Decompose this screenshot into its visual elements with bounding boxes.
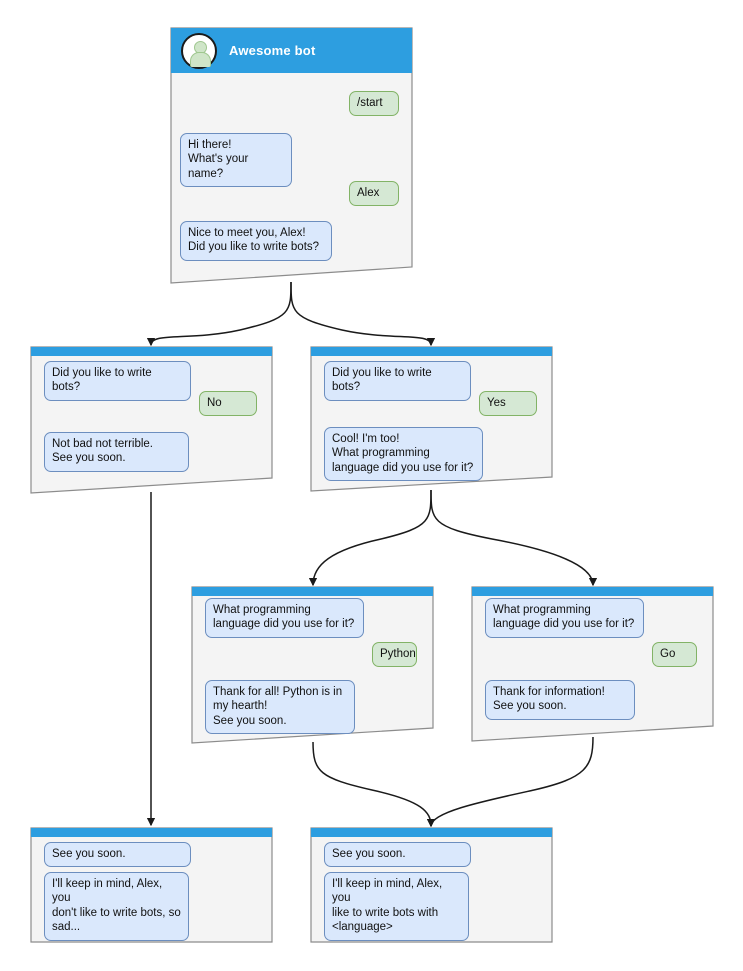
message-bubble-bot: Cool! I'm too! What programming language… <box>324 427 483 482</box>
node-answer-python-screen[interactable]: What programming language did you use fo… <box>191 586 434 744</box>
message-bubble-user: No <box>199 391 257 417</box>
edge-root-to-no <box>146 281 292 347</box>
message-bubble-user: Python <box>372 642 417 668</box>
bot-name-label: Awesome bot <box>229 43 316 58</box>
node-answer-go-screen[interactable]: What programming language did you use fo… <box>471 586 714 742</box>
node-start-screen[interactable]: Awesome bot /start Hi there! What's your… <box>170 27 413 284</box>
node-end-sad-screen[interactable]: See you soon. I'll keep in mind, Alex, y… <box>30 827 273 943</box>
message-bubble-user: Yes <box>479 391 537 417</box>
message-bubble-user: Alex <box>349 181 399 207</box>
message-bubble-bot: Not bad not terrible. See you soon. <box>44 432 189 472</box>
edge-yes-to-go <box>430 489 598 587</box>
message-bubble-bot: See you soon. <box>44 842 191 868</box>
message-bubble-bot: I'll keep in mind, Alex, you don't like … <box>44 872 189 941</box>
edge-python-to-end-happy <box>312 741 436 828</box>
edge-go-to-end-happy <box>426 736 594 828</box>
message-bubble-user: /start <box>349 91 399 117</box>
message-bubble-bot: See you soon. <box>324 842 471 868</box>
message-bubble-bot: Did you like to write bots? <box>44 361 191 401</box>
message-bubble-bot: What programming language did you use fo… <box>485 598 644 638</box>
node-answer-no-screen[interactable]: Did you like to write bots? No Not bad n… <box>30 346 273 494</box>
message-bubble-bot: Did you like to write bots? <box>324 361 471 401</box>
node-answer-yes-screen[interactable]: Did you like to write bots? Yes Cool! I'… <box>310 346 553 492</box>
message-bubble-bot: I'll keep in mind, Alex, you like to wri… <box>324 872 469 941</box>
message-bubble-bot: What programming language did you use fo… <box>205 598 364 638</box>
avatar <box>181 33 217 69</box>
message-bubble-user: Go <box>652 642 697 668</box>
edge-yes-to-python <box>308 489 432 587</box>
message-bubble-bot: Nice to meet you, Alex! Did you like to … <box>180 221 332 261</box>
message-bubble-bot: Thank for information! See you soon. <box>485 680 635 720</box>
message-bubble-bot: Hi there! What's your name? <box>180 133 292 188</box>
edge-root-to-yes <box>290 281 436 347</box>
message-bubble-bot: Thank for all! Python is in my hearth! S… <box>205 680 355 735</box>
node-end-happy-screen[interactable]: See you soon. I'll keep in mind, Alex, y… <box>310 827 553 943</box>
